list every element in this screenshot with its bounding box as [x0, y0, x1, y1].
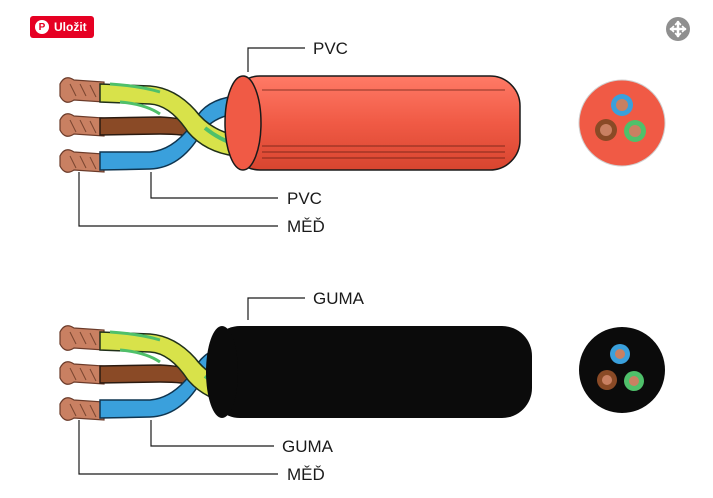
label-insulation-pvc: PVC — [287, 189, 322, 208]
cross-section-rubber — [579, 327, 665, 413]
copper-strands — [59, 77, 105, 173]
cable-rubber: GUMA GUMA MĚĎ — [59, 289, 665, 484]
copper-strands — [59, 325, 105, 421]
leader-lines-bottom — [78, 297, 305, 475]
pinterest-save-button[interactable]: P Uložit — [30, 16, 94, 38]
leader-lines-top — [78, 47, 305, 227]
save-label: Uložit — [54, 20, 87, 34]
cross-section-pvc — [578, 79, 666, 167]
label-jacket-rubber: GUMA — [313, 289, 365, 308]
label-conductor-bottom: MĚĎ — [287, 465, 325, 484]
label-conductor-top: MĚĎ — [287, 217, 325, 236]
pinterest-icon: P — [35, 20, 49, 34]
expand-icon — [669, 20, 687, 38]
cable-pvc: PVC PVC MĚĎ — [59, 39, 666, 236]
expand-button[interactable] — [666, 17, 690, 41]
jacket-rubber — [206, 326, 532, 418]
label-insulation-rubber: GUMA — [282, 437, 334, 456]
label-jacket-pvc: PVC — [313, 39, 348, 58]
jacket-pvc — [224, 75, 521, 171]
